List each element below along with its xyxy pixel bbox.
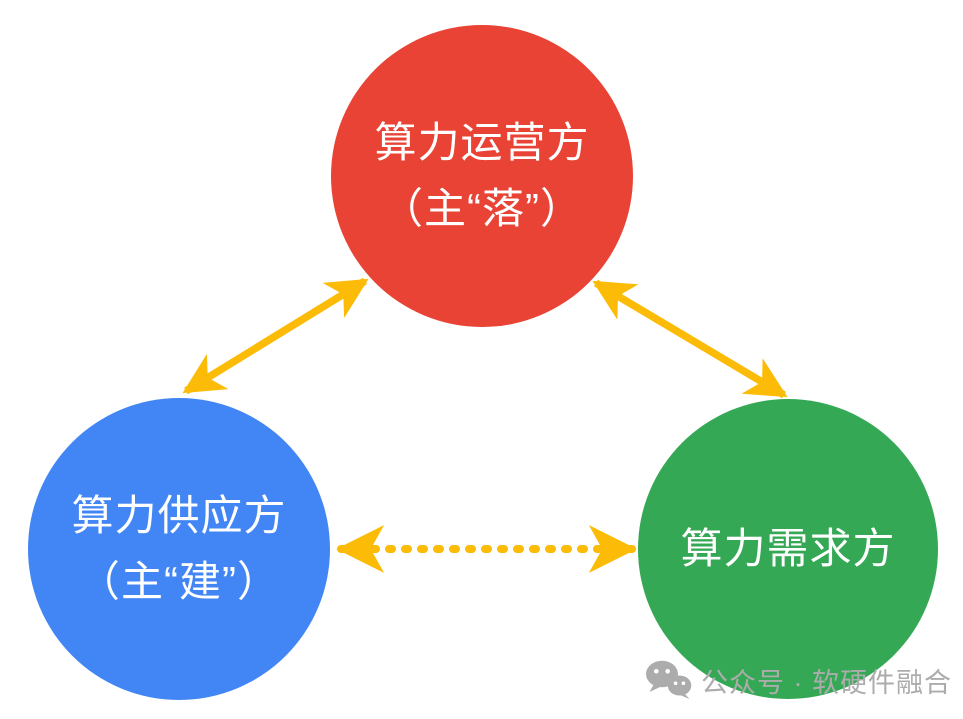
watermark-text: 公众号 · 软硬件融合 [701,667,952,698]
wechat-icon [646,660,692,699]
node-supplier-label: 算力供应方 [71,492,287,539]
watermark: 公众号 · 软硬件融合 [645,660,952,700]
edge-supplier-operator [182,277,369,395]
edge-operator-consumer [592,279,788,399]
node-operator-label: 算力运营方 [374,119,590,166]
node-operator-sublabel: （主“落”） [381,185,583,232]
node-operator: 算力运营方 （主“落”） [331,25,633,327]
node-consumer-label: 算力需求方 [680,525,896,572]
node-supplier: 算力供应方 （主“建”） [28,398,330,700]
node-consumer: 算力需求方 [638,399,938,699]
node-supplier-sublabel: （主“建”） [78,558,280,605]
